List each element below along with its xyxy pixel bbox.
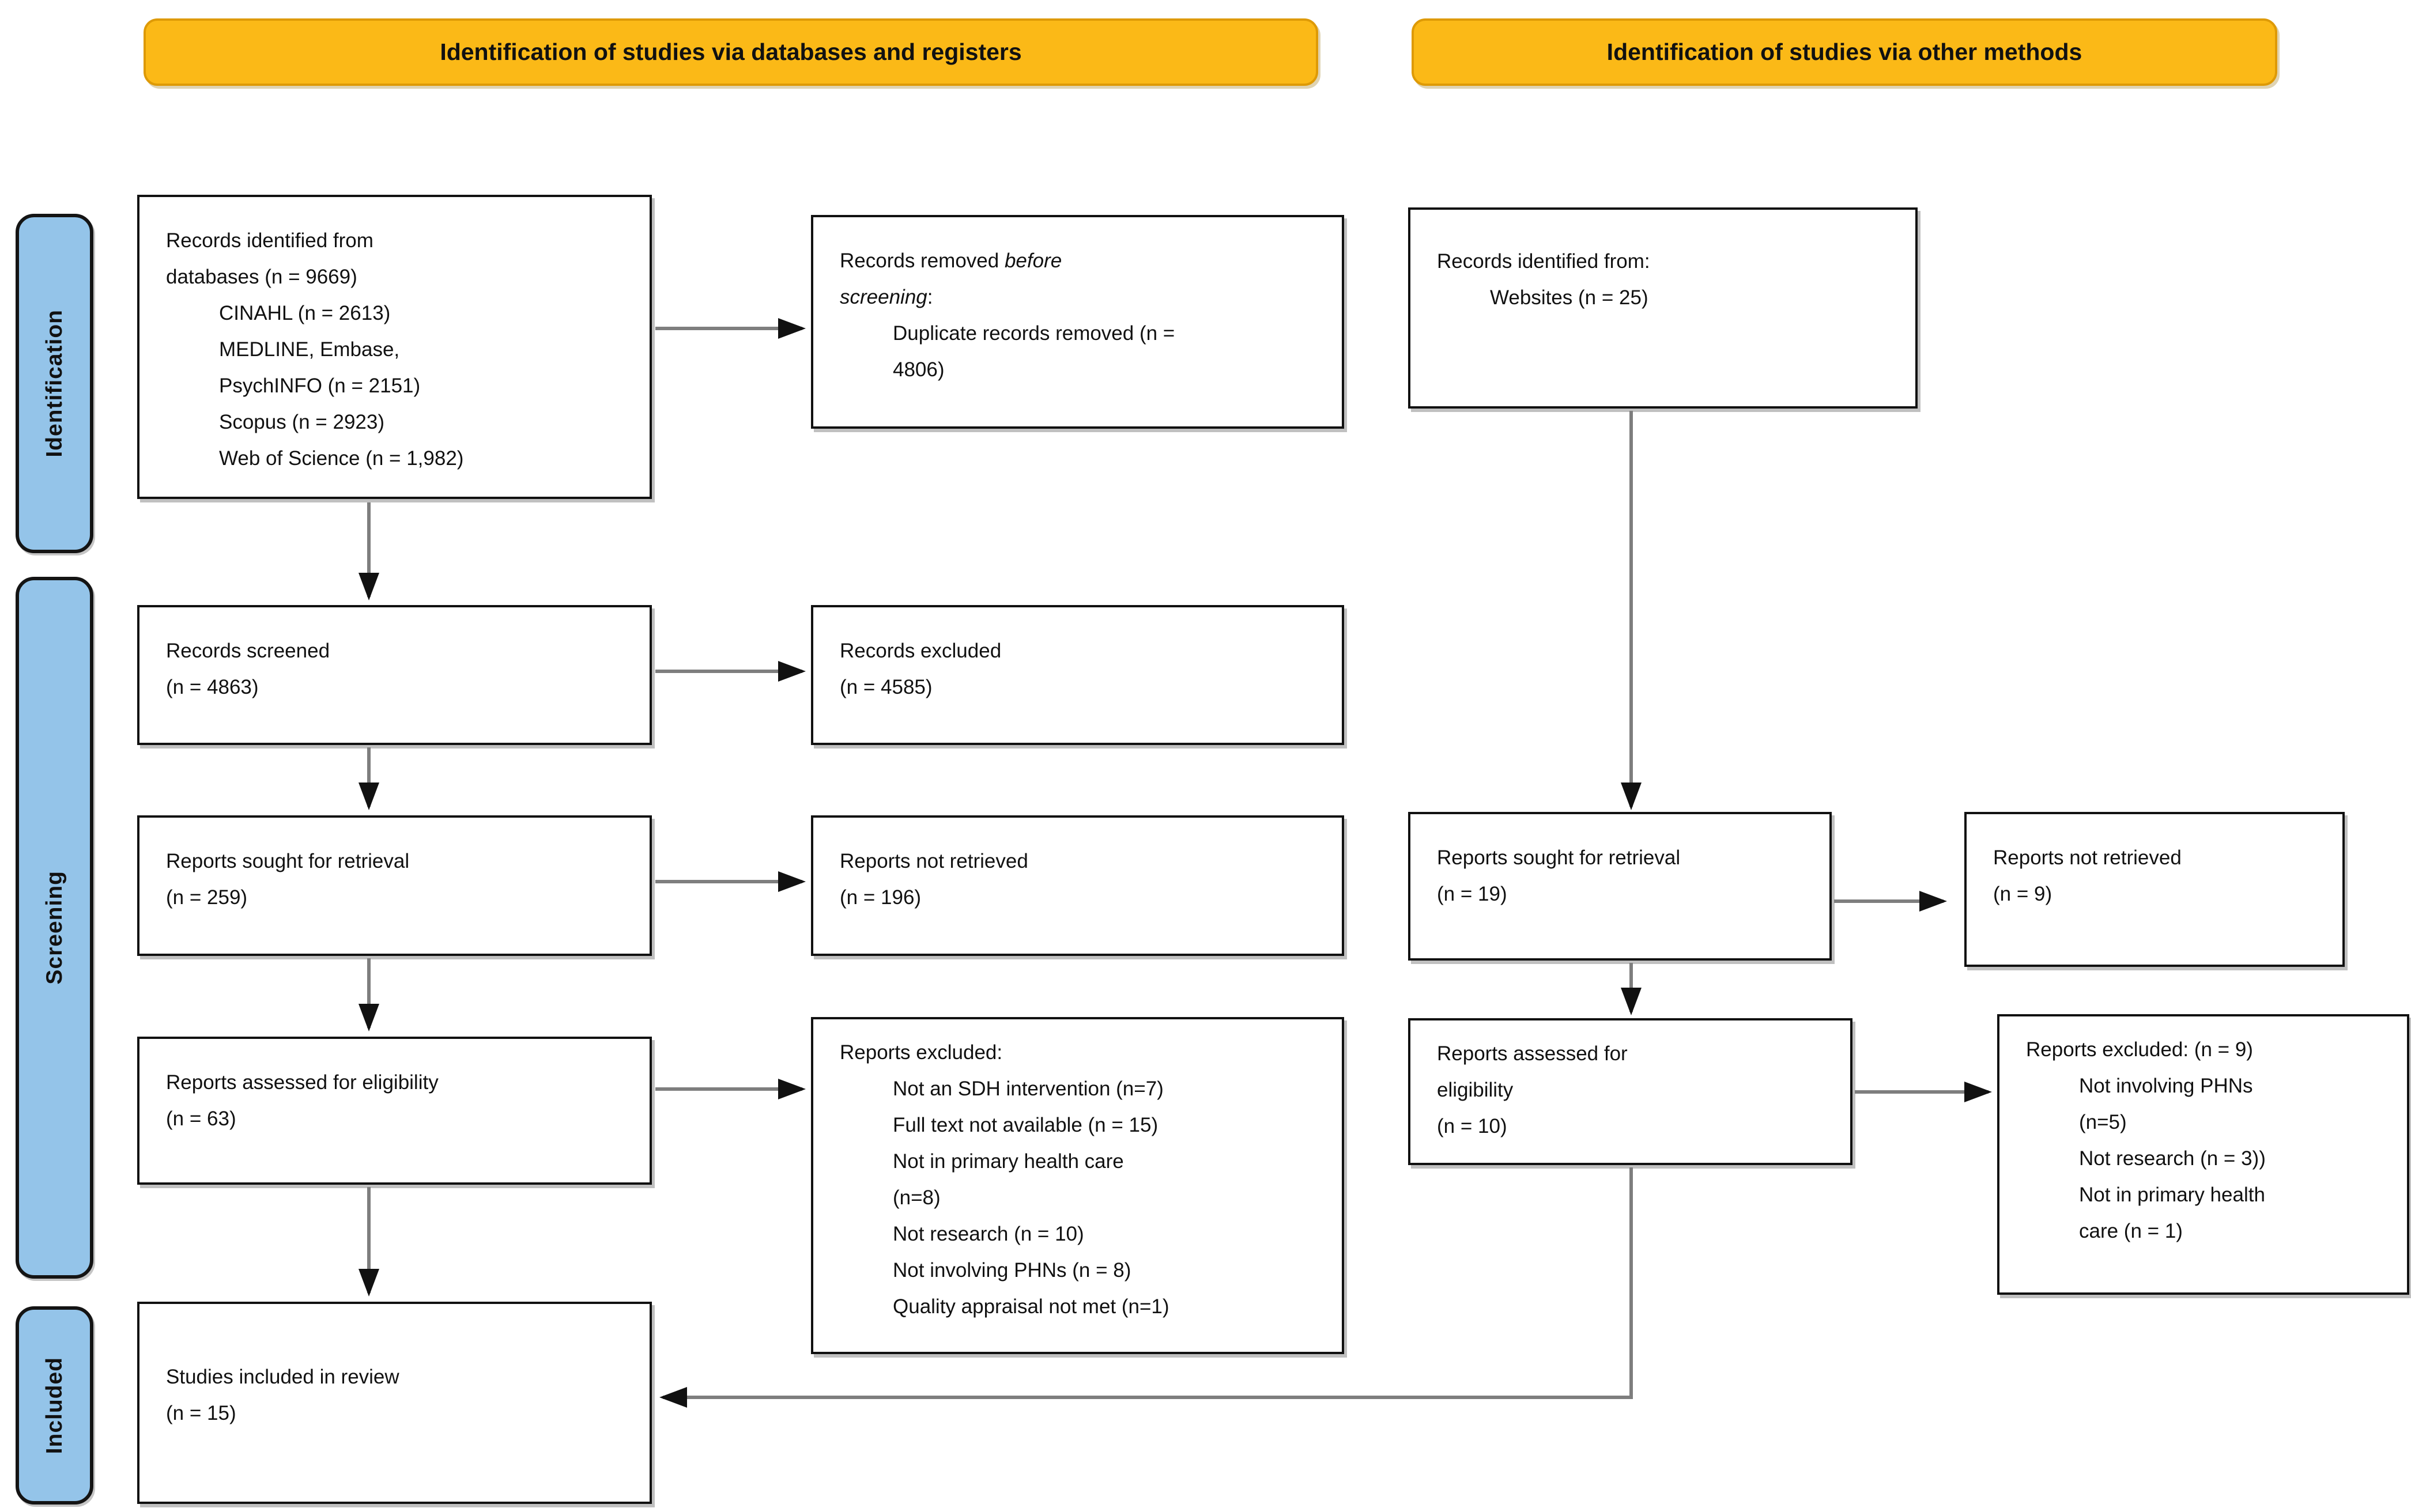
box-line: Not involving PHNs (n = 8): [893, 1259, 1131, 1282]
box-records-identified-databases: Records identified from databases (n = 9…: [137, 195, 652, 499]
box-line: Studies included in review: [166, 1366, 399, 1388]
box-reports-sought-retrieval: Reports sought for retrieval (n = 259): [137, 815, 652, 956]
box-line: (n = 9): [1993, 883, 2052, 905]
box-line: Web of Science (n = 1,982): [219, 447, 464, 470]
header-databases-registers-label: Identification of studies via databases …: [440, 39, 1022, 65]
box-line-text: :: [927, 286, 933, 308]
box-line: eligibility: [1437, 1079, 1514, 1101]
box-line-text: Records removed: [840, 250, 1005, 272]
box-reports-not-retrieved: Reports not retrieved (n = 196): [811, 815, 1344, 956]
box-line: Full text not available (n = 15): [893, 1114, 1159, 1136]
box-line: Not involving PHNs: [2079, 1075, 2253, 1097]
box-line: Records removed before: [840, 243, 1325, 279]
box-line: (n = 196): [840, 886, 922, 909]
box-line: Reports assessed for: [1437, 1042, 1628, 1065]
box-reports-assessed-eligibility: Reports assessed for eligibility (n = 63…: [137, 1037, 652, 1185]
box-line: care (n = 1): [2079, 1220, 2183, 1242]
box-studies-included: Studies included in review (n = 15): [137, 1302, 652, 1504]
box-line: (n = 4863): [166, 676, 259, 698]
box-line: Not research (n = 10): [893, 1223, 1084, 1245]
box-line: Reports sought for retrieval: [1437, 846, 1681, 869]
box-line: Not an SDH intervention (n=7): [893, 1078, 1164, 1100]
box-line: PsychINFO (n = 2151): [219, 375, 421, 397]
box-line: Records identified from:: [1437, 250, 1650, 273]
box-reports-excluded-databases: Reports excluded: Not an SDH interventio…: [811, 1017, 1344, 1354]
box-line: screening:: [840, 279, 1325, 315]
box-line: (n = 259): [166, 886, 248, 909]
box-line: Scopus (n = 2923): [219, 411, 384, 433]
stage-identification-label: Identification: [41, 309, 67, 458]
box-line: Duplicate records removed (n =: [893, 322, 1175, 345]
box-records-screened: Records screened (n = 4863): [137, 605, 652, 745]
box-line: (n = 63): [166, 1107, 236, 1130]
box-line: (n = 10): [1437, 1115, 1507, 1137]
box-records-excluded: Records excluded (n = 4585): [811, 605, 1344, 745]
box-reports-excluded-other: Reports excluded: (n = 9) Not involving …: [1997, 1014, 2409, 1295]
box-line: CINAHL (n = 2613): [219, 302, 391, 324]
box-line: Records screened: [166, 640, 330, 662]
header-other-methods-label: Identification of studies via other meth…: [1606, 39, 2082, 65]
header-other-methods: Identification of studies via other meth…: [1412, 18, 2277, 86]
box-line: MEDLINE, Embase,: [219, 338, 400, 361]
stage-identification: Identification: [16, 214, 93, 553]
box-line: (n=8): [893, 1186, 941, 1209]
box-line: Reports not retrieved: [1993, 846, 2182, 869]
box-line-text-italic: screening: [840, 286, 927, 308]
box-line: Records excluded: [840, 640, 1002, 662]
box-line: Websites (n = 25): [1490, 286, 1648, 309]
stage-included: Included: [16, 1306, 93, 1505]
box-records-removed-before-screening: Records removed before screening: Duplic…: [811, 215, 1344, 429]
box-reports-not-retrieved-other: Reports not retrieved (n = 9): [1964, 812, 2345, 967]
box-line: (n=5): [2079, 1111, 2127, 1133]
box-line: Reports assessed for eligibility: [166, 1071, 439, 1094]
box-line: Records identified from: [166, 229, 373, 252]
box-line: 4806): [893, 358, 945, 381]
box-line: (n = 19): [1437, 883, 1507, 905]
box-line: Quality appraisal not met (n=1): [893, 1295, 1169, 1318]
box-line: Not research (n = 3)): [2079, 1147, 2266, 1170]
box-line: Reports excluded: (n = 9): [2026, 1038, 2253, 1061]
box-records-identified-websites: Records identified from: Websites (n = 2…: [1408, 207, 1918, 409]
box-reports-assessed-eligibility-other: Reports assessed for eligibility (n = 10…: [1408, 1018, 1852, 1165]
stage-included-label: Included: [41, 1356, 67, 1454]
box-line-text-italic: before: [1004, 250, 1062, 272]
box-line: (n = 4585): [840, 676, 933, 698]
box-line: databases (n = 9669): [166, 266, 357, 288]
box-reports-sought-retrieval-other: Reports sought for retrieval (n = 19): [1408, 812, 1832, 961]
box-line: Reports excluded:: [840, 1041, 1003, 1064]
box-line: (n = 15): [166, 1402, 236, 1424]
box-line: Reports sought for retrieval: [166, 850, 410, 872]
header-databases-registers: Identification of studies via databases …: [144, 18, 1318, 86]
box-line: Reports not retrieved: [840, 850, 1028, 872]
box-line: Not in primary health care: [893, 1150, 1124, 1173]
stage-screening-label: Screening: [41, 871, 67, 985]
box-line: Not in primary health: [2079, 1184, 2265, 1206]
stage-screening: Screening: [16, 577, 93, 1279]
